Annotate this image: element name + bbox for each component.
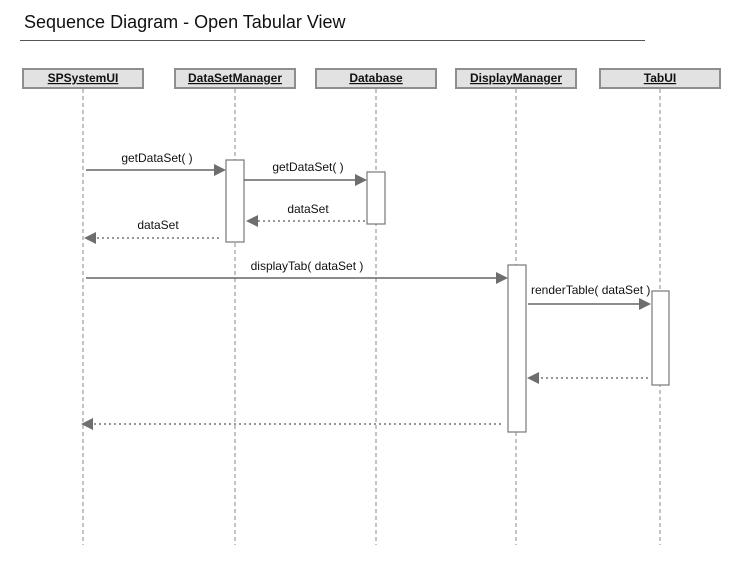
object-label-database: Database (349, 71, 403, 85)
object-spsystemui: SPSystemUI (22, 68, 144, 89)
activation-database (366, 171, 386, 225)
object-database: Database (315, 68, 437, 89)
message-label: displayTab( dataSet ) (251, 259, 364, 273)
object-label-spsystemui: SPSystemUI (48, 71, 119, 85)
message-getdataset-2: getDataSet( ) (244, 160, 367, 186)
activation-displaymanager (507, 264, 527, 433)
message-return-dataset-2: dataSet (84, 218, 219, 244)
message-label: getDataSet( ) (272, 160, 343, 174)
object-tabui: TabUI (599, 68, 721, 89)
arrowhead (84, 232, 96, 244)
object-label-displaymanager: DisplayManager (470, 71, 562, 85)
arrowhead (527, 372, 539, 384)
message-label: dataSet (137, 218, 179, 232)
message-label: renderTable( dataSet ) (531, 283, 650, 297)
message-return-dataset-1: dataSet (246, 202, 365, 227)
arrowhead (496, 272, 508, 284)
arrowhead (246, 215, 258, 227)
message-return-tabui (527, 372, 648, 384)
arrowhead (81, 418, 93, 430)
message-return-displaymanager (81, 418, 501, 430)
message-rendertable: renderTable( dataSet ) (528, 283, 651, 310)
diagram-title: Sequence Diagram - Open Tabular View (24, 12, 346, 32)
arrowhead (214, 164, 226, 176)
title-divider (20, 40, 645, 41)
arrowhead (639, 298, 651, 310)
message-getdataset-1: getDataSet( ) (86, 151, 226, 176)
activation-datasetmanager (225, 159, 245, 243)
object-label-datasetmanager: DataSetManager (188, 71, 282, 85)
object-displaymanager: DisplayManager (455, 68, 577, 89)
activation-tabui (651, 290, 670, 386)
arrowhead (355, 174, 367, 186)
object-datasetmanager: DataSetManager (174, 68, 296, 89)
message-label: dataSet (287, 202, 329, 216)
message-displaytab: displayTab( dataSet ) (86, 259, 508, 284)
message-label: getDataSet( ) (121, 151, 192, 165)
object-label-tabui: TabUI (644, 71, 676, 85)
